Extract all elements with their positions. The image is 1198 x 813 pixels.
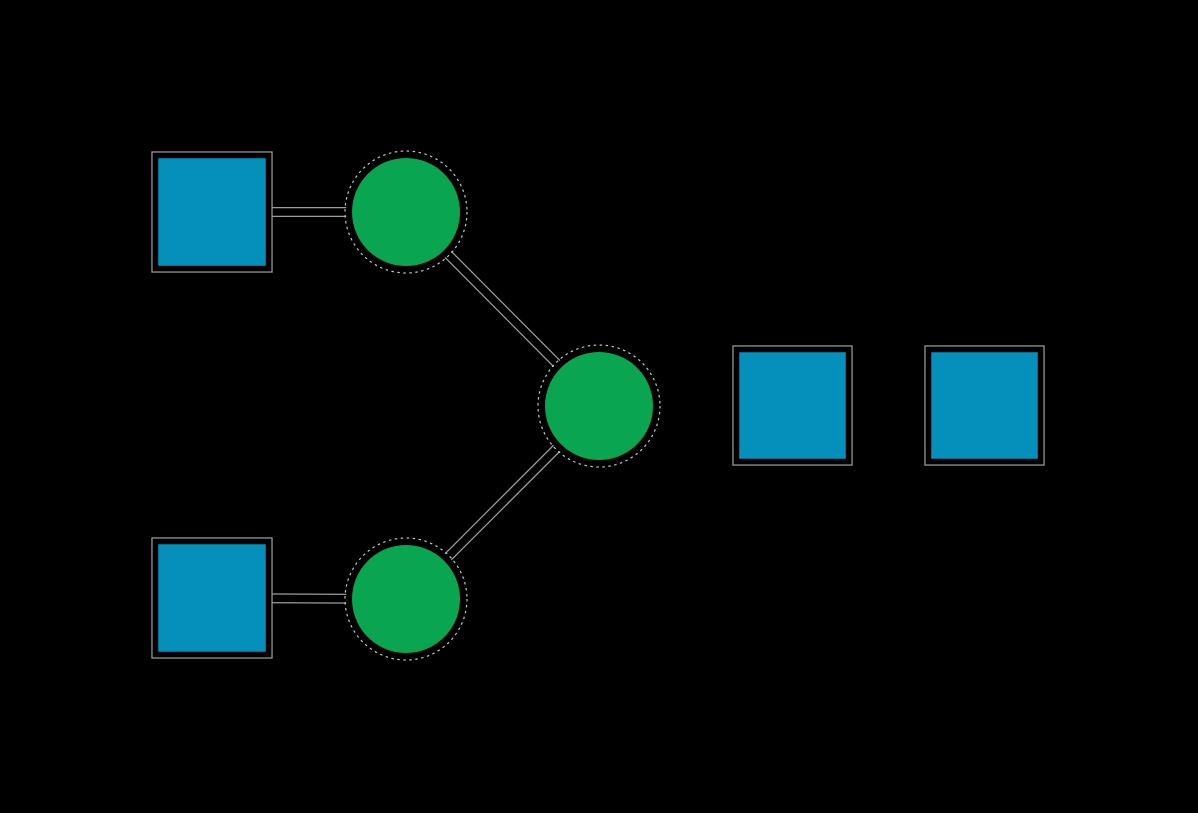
node-halo-circle-bottom: [344, 537, 468, 661]
node-halo-circle-center: [537, 344, 661, 468]
node-circle-center[interactable]: [539, 346, 659, 466]
node-halo-circle-top: [344, 150, 468, 274]
node-square-right-1[interactable]: [733, 346, 852, 465]
node-circle-bottom[interactable]: [346, 539, 466, 659]
node-circle-top[interactable]: [346, 152, 466, 272]
node-square-top-left[interactable]: [152, 152, 272, 272]
node-square-right-2[interactable]: [925, 346, 1044, 465]
node-square-bottom-left[interactable]: [152, 538, 272, 658]
